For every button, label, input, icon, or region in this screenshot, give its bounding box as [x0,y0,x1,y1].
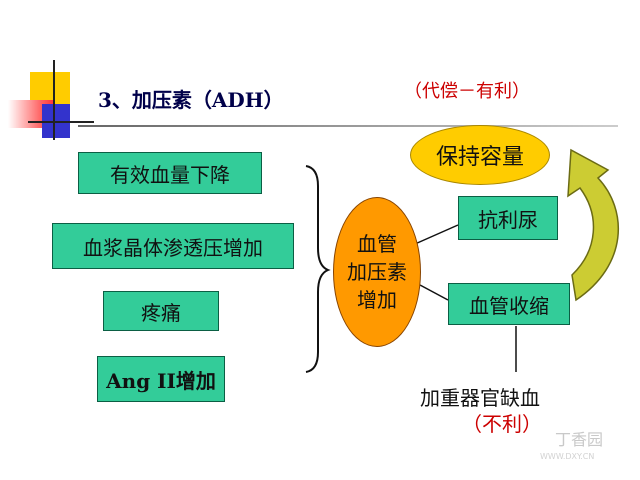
maintain-volume-ellipse: 保持容量 [410,125,550,185]
slide-title: 3、加压素（ADH） [98,88,284,112]
connector-to-vasoconstriction [419,284,449,301]
deco-vertical-line [53,60,55,140]
cause-box-ang-ii: Ang II增加 [97,356,225,402]
center-line-2: 加压素 [347,260,407,284]
title-underline [78,125,618,127]
cause-box-pain: 疼痛 [103,291,219,331]
cause-box-osmotic-pressure: 血浆晶体渗透压增加 [52,223,294,269]
cause-box-blood-volume: 有效血量下降 [78,152,262,194]
effect-box-antidiuresis: 抗利尿 [458,196,558,240]
effect-box-vasoconstriction: 血管收缩 [448,283,570,325]
curved-feedback-arrow [567,148,619,302]
deco-horizontal-line [28,121,94,123]
unfavorable-note: （不利） [462,412,542,436]
organ-ischemia-label: 加重器官缺血 [420,386,540,410]
center-line-1: 血管 [357,232,397,256]
connector-to-antidiuresis [414,224,459,245]
grouping-brace [305,165,331,373]
vasopressin-increase-ellipse: 血管 加压素 增加 [333,197,421,347]
center-line-3: 增加 [357,288,397,312]
watermark-logo: 丁香园 [555,430,604,449]
watermark-url: WWW.DXY.CN [540,452,595,461]
compensation-note: （代偿－有利） [404,81,530,102]
